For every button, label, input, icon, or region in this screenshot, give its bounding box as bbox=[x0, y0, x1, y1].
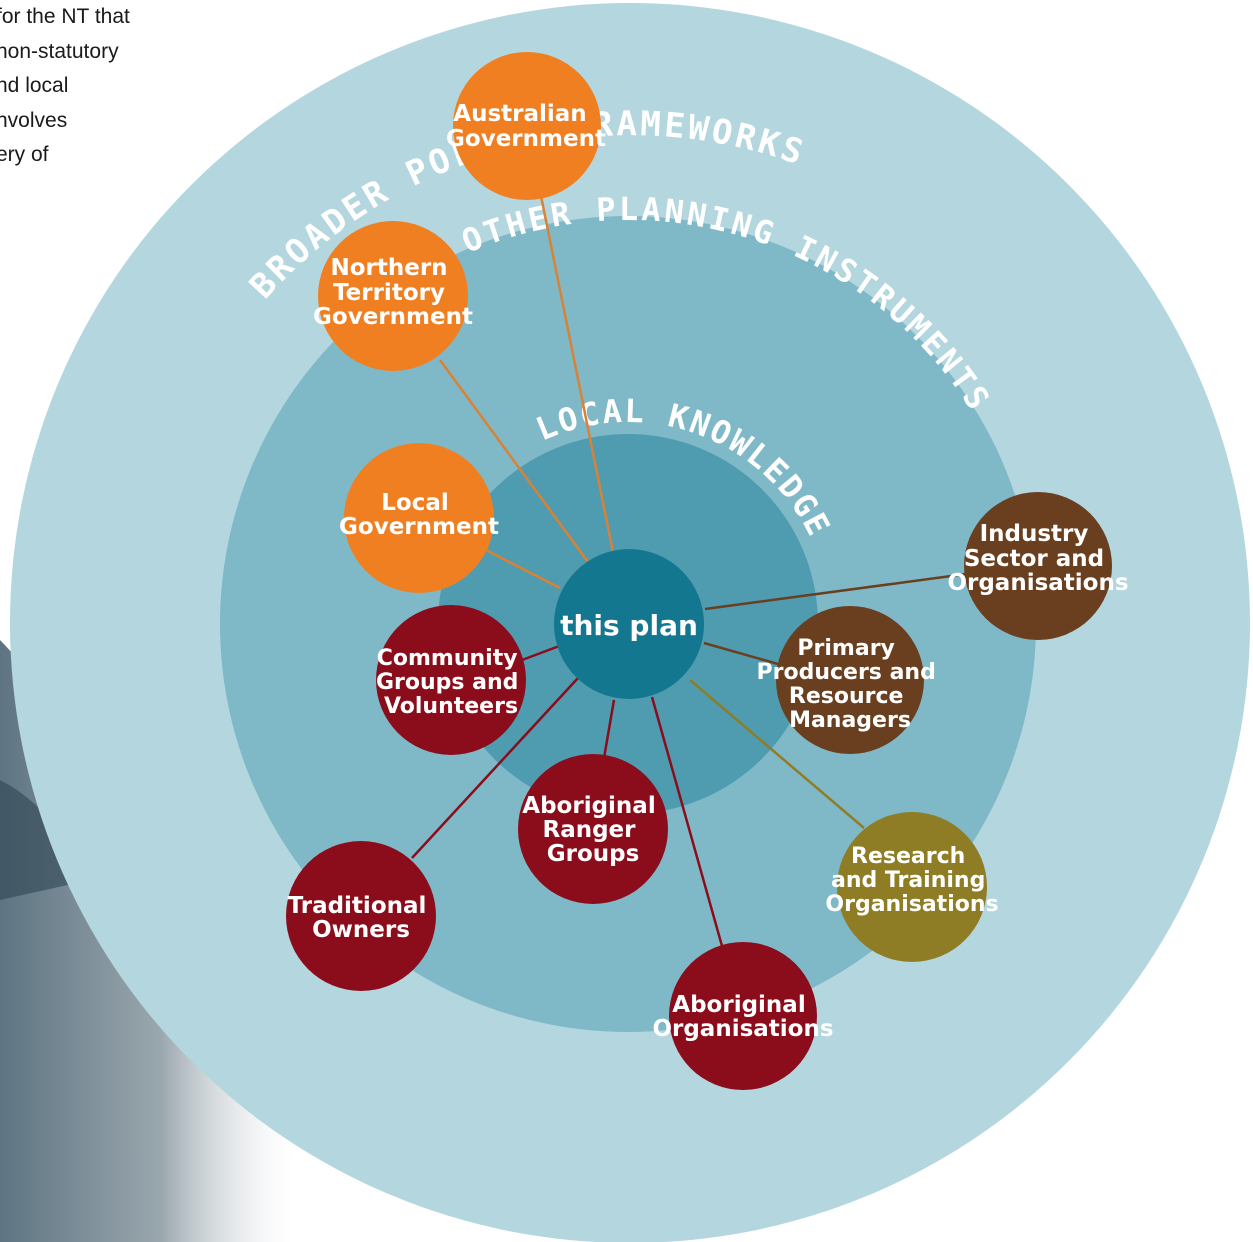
connector-aboriginal-ranger bbox=[602, 699, 616, 759]
svg-text:Australian Government: Australian Government bbox=[446, 101, 606, 152]
node-primary-producers: Primary Producers and Resource Managers bbox=[757, 606, 944, 754]
node-industry-sector: Industry Sector and Organisations bbox=[947, 492, 1129, 640]
node-local-government: Local Government bbox=[339, 443, 499, 593]
svg-text:Traditional Owners: Traditional Owners bbox=[288, 893, 435, 943]
node-aboriginal-ranger-groups: Aboriginal Ranger Groups bbox=[518, 754, 668, 904]
connector-industry bbox=[704, 572, 967, 611]
intro-text-fragment: for the NT that non-statutory nd local n… bbox=[0, 5, 130, 166]
svg-text:Community Groups and: Community Groups and Volunteers bbox=[376, 646, 526, 719]
connector-community-groups bbox=[521, 643, 563, 662]
svg-text:Aboriginal Organisations: Aboriginal Organisations bbox=[652, 992, 833, 1042]
node-traditional-owners: Traditional Owners bbox=[286, 841, 436, 991]
connector-traditional-owners bbox=[411, 677, 579, 859]
connector-primary-producers bbox=[703, 641, 779, 666]
node-aboriginal-organisations: Aboriginal Organisations bbox=[652, 942, 834, 1090]
svg-text:Local Government: Local Government bbox=[339, 490, 499, 540]
connector-nt-government bbox=[438, 359, 590, 563]
svg-text:Industry Sector and: Industry Sector and Organisations bbox=[947, 521, 1128, 596]
node-nt-government: Northern Territory Government bbox=[313, 221, 473, 371]
center-node-label: this plan bbox=[560, 609, 698, 642]
connector-research-training bbox=[689, 679, 865, 829]
node-research-training: Research and Training Organisations bbox=[825, 812, 999, 962]
svg-text:Aboriginal Ranger: Aboriginal Ranger Groups bbox=[522, 793, 663, 867]
center-node bbox=[554, 549, 704, 699]
connector-australian-government bbox=[539, 195, 615, 553]
connector-local-government bbox=[481, 546, 561, 590]
node-australian-government: Australian Government bbox=[446, 52, 606, 200]
node-community-groups: Community Groups and Volunteers bbox=[376, 605, 526, 755]
connector-aboriginal-orgs bbox=[650, 696, 724, 947]
svg-text:Northern Territory: Northern Territory Government bbox=[313, 255, 473, 330]
connectors bbox=[411, 195, 967, 947]
svg-text:Primary Producers and: Primary Producers and Resource Managers bbox=[757, 636, 944, 733]
svg-text:Research and Training: Research and Training Organisations bbox=[825, 844, 998, 917]
